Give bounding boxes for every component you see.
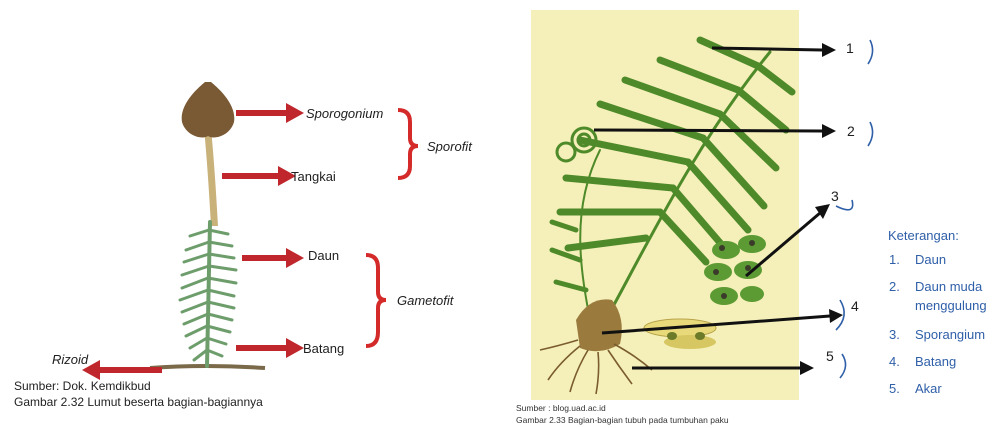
- fern-number-3: 3: [831, 188, 839, 204]
- legend-text: Daun muda: [915, 279, 982, 294]
- rhizome-shape: [540, 299, 652, 394]
- legend-text: menggulung: [915, 298, 987, 313]
- fern-caption: Gambar 2.33 Bagian-bagian tubuh pada tum…: [516, 415, 729, 425]
- legend-number: 2.: [889, 279, 915, 294]
- fern-number-2: 2: [847, 123, 855, 139]
- legend-number: 1.: [889, 252, 915, 267]
- fern-number-5: 5: [826, 348, 834, 364]
- legend-number: 5.: [889, 381, 915, 396]
- legend-number: 3.: [889, 327, 915, 342]
- sori-leaflet-shape: [704, 235, 766, 305]
- legend-item: menggulung: [889, 298, 987, 313]
- legend-number: 4.: [889, 354, 915, 369]
- legend-text: Daun: [915, 252, 946, 267]
- fern-source: Sumber : blog.uad.ac.id: [516, 403, 606, 413]
- fern-number-4: 4: [851, 298, 859, 314]
- legend-title: Keterangan:: [888, 228, 959, 243]
- legend-item: 4.Batang: [889, 354, 956, 369]
- spore-detail-shape: [644, 319, 716, 349]
- legend-text: Akar: [915, 381, 942, 396]
- legend-text: Batang: [915, 354, 956, 369]
- legend-item: 2.Daun muda: [889, 279, 982, 294]
- number-brackets: [836, 40, 873, 378]
- legend-item: 1.Daun: [889, 252, 946, 267]
- legend-item: 5.Akar: [889, 381, 942, 396]
- legend-text: Sporangium: [915, 327, 985, 342]
- fern-number-1: 1: [846, 40, 854, 56]
- legend-item: 3.Sporangium: [889, 327, 985, 342]
